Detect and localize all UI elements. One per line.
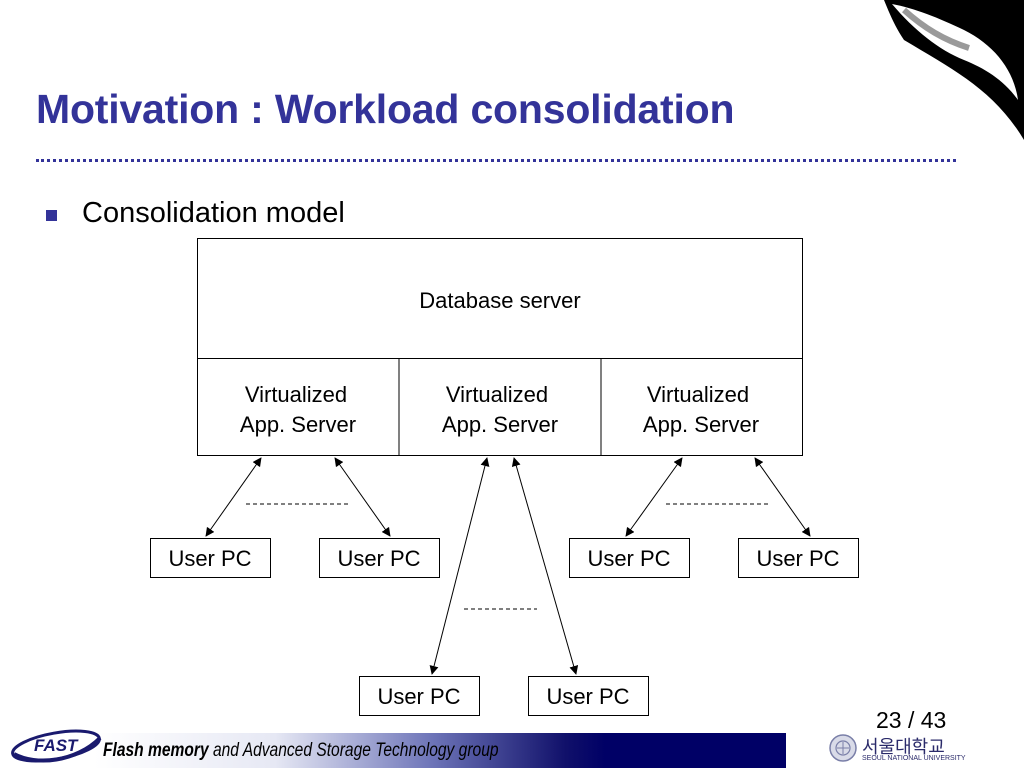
user-pc-label-2: User PC	[337, 546, 420, 571]
user-pc-label-4: User PC	[756, 546, 839, 571]
user-pc-box-1	[150, 538, 271, 578]
university-name: 서울대학교	[862, 737, 945, 758]
bullet-marker-icon	[46, 210, 57, 221]
app-server-2-line2: App. Server	[442, 412, 558, 437]
user-pc-box-3	[569, 538, 690, 578]
svg-text:FAST: FAST	[34, 736, 79, 755]
database-server-box	[197, 238, 803, 359]
university-emblem-icon	[829, 734, 857, 762]
app-server-1-line2: App. Server	[240, 412, 356, 437]
arrow-server1-pc2	[334, 457, 391, 537]
page-number: 23 / 43	[876, 707, 947, 733]
footer-bar	[0, 733, 786, 768]
arrow-server2-pc6	[511, 457, 579, 675]
page-curl-decoration	[884, 0, 1024, 140]
user-pc-label-6: User PC	[546, 684, 629, 709]
slide-title: Motivation : Workload consolidation	[36, 86, 735, 132]
user-pc-label-3: User PC	[587, 546, 670, 571]
app-server-box-3	[600, 358, 803, 456]
arrow-server2-pc5	[429, 457, 490, 675]
footer-group-name: Flash memory and Advanced Storage Techno…	[103, 740, 499, 762]
user-pc-box-4	[738, 538, 859, 578]
user-pc-label-1: User PC	[168, 546, 251, 571]
bullet-text: Consolidation model	[82, 197, 345, 229]
footer-group-rest: and Advanced Storage Technology group	[208, 740, 499, 761]
user-pc-box-6	[528, 676, 649, 716]
user-pc-label-5: User PC	[377, 684, 460, 709]
arrow-server1-pc1	[205, 457, 262, 537]
user-pc-box-2	[319, 538, 440, 578]
arrow-server3-pc3	[625, 457, 683, 537]
arrow-server3-pc4	[754, 457, 811, 537]
app-server-3-line1: Virtualized	[647, 382, 749, 407]
app-server-2-line1: Virtualized	[446, 382, 548, 407]
footer-group-bold: Flash memory	[103, 740, 209, 761]
database-server-label: Database server	[419, 288, 580, 313]
user-pc-box-5	[359, 676, 480, 716]
app-server-box-2	[398, 358, 602, 456]
app-server-3-line2: App. Server	[643, 412, 759, 437]
university-name-english: SEOUL NATIONAL UNIVERSITY	[862, 755, 966, 762]
title-divider	[36, 159, 956, 162]
app-server-box-1	[197, 358, 400, 456]
app-server-1-line1: Virtualized	[245, 382, 347, 407]
fast-logo-icon: FAST	[11, 729, 102, 763]
